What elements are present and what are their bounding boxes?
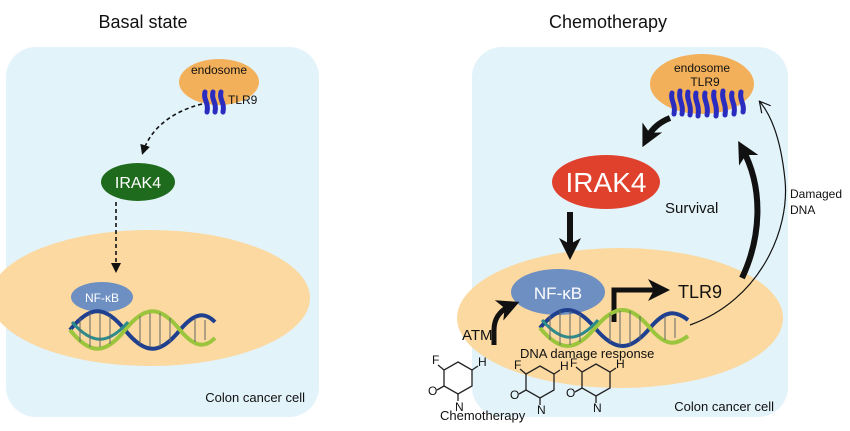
- svg-text:N: N: [593, 401, 602, 415]
- basal-endosome: [179, 59, 259, 105]
- basal-endosome-label: endosome: [191, 63, 247, 77]
- chemo-nfkb: [511, 269, 605, 315]
- chemo-irak4-label: IRAK4: [566, 167, 647, 198]
- svg-text:H: H: [616, 357, 625, 371]
- basal-nfkb-label: NF-κB: [85, 291, 119, 305]
- chemo-drug-label: Chemotherapy: [440, 408, 526, 423]
- chemo-arrow-damaged-dna: [689, 102, 787, 326]
- chemo-cell-label: Colon cancer cell: [674, 399, 774, 414]
- svg-text:H: H: [478, 355, 487, 369]
- chemo-molecule-3-icon: F O H N: [566, 356, 625, 415]
- basal-tlr9-label: TLR9: [228, 93, 258, 107]
- svg-text:O: O: [566, 386, 575, 400]
- basal-cell-label: Colon cancer cell: [205, 390, 305, 405]
- basal-panel: Basal state endosome TLR9 IRAK4 NF-κB: [0, 12, 319, 417]
- basal-nucleus: [0, 230, 310, 366]
- chemo-atm-label: ATM: [462, 327, 493, 344]
- chemo-tlr9-gene-label: TLR9: [678, 282, 722, 302]
- chemo-ddr-label: DNA damage response: [520, 346, 654, 361]
- chemo-arrow-atm-to-nfkb: [491, 300, 520, 345]
- basal-irak4-label: IRAK4: [115, 175, 161, 192]
- basal-tlr9-receptor-icon: [202, 89, 226, 115]
- chemo-damaged-label-1: Damaged: [790, 187, 842, 201]
- basal-title: Basal state: [98, 12, 187, 32]
- chemo-panel: Chemotherapy endosome TLR9 IRAK4 Surviva…: [428, 12, 842, 423]
- svg-text:N: N: [455, 400, 464, 414]
- chemo-endosome-label: endosome: [674, 61, 730, 75]
- chemo-irak4: [552, 155, 660, 209]
- chemo-tlr9-label: TLR9: [690, 75, 720, 89]
- svg-text:F: F: [432, 353, 439, 367]
- svg-text:O: O: [510, 388, 519, 402]
- chemo-molecule-2-icon: F O H N: [510, 358, 569, 417]
- chemo-dna-helix-icon: [538, 308, 690, 348]
- chemo-nfkb-label: NF-κB: [534, 284, 582, 303]
- basal-nfkb: [71, 282, 133, 312]
- chemo-molecule-1-icon: F O H N: [428, 353, 487, 414]
- chemo-title: Chemotherapy: [549, 12, 667, 32]
- svg-text:H: H: [560, 359, 569, 373]
- chemo-tlr9-receptors-icon: [669, 88, 746, 119]
- chemo-arrow-tlr9-to-irak4: [642, 115, 672, 148]
- svg-text:F: F: [514, 358, 521, 372]
- chemo-endosome: [650, 54, 754, 114]
- basal-irak4: [101, 163, 175, 201]
- basal-arrow-tlr9-to-irak4: [140, 103, 203, 155]
- svg-text:N: N: [537, 403, 546, 417]
- svg-text:F: F: [570, 356, 577, 370]
- svg-text:O: O: [428, 384, 437, 398]
- chemo-damaged-label-2: DNA: [790, 203, 815, 217]
- chemo-survival-label: Survival: [665, 200, 718, 217]
- basal-dna-helix-icon: [68, 309, 217, 351]
- chemo-arrow-tlr9-to-endosome: [738, 140, 761, 280]
